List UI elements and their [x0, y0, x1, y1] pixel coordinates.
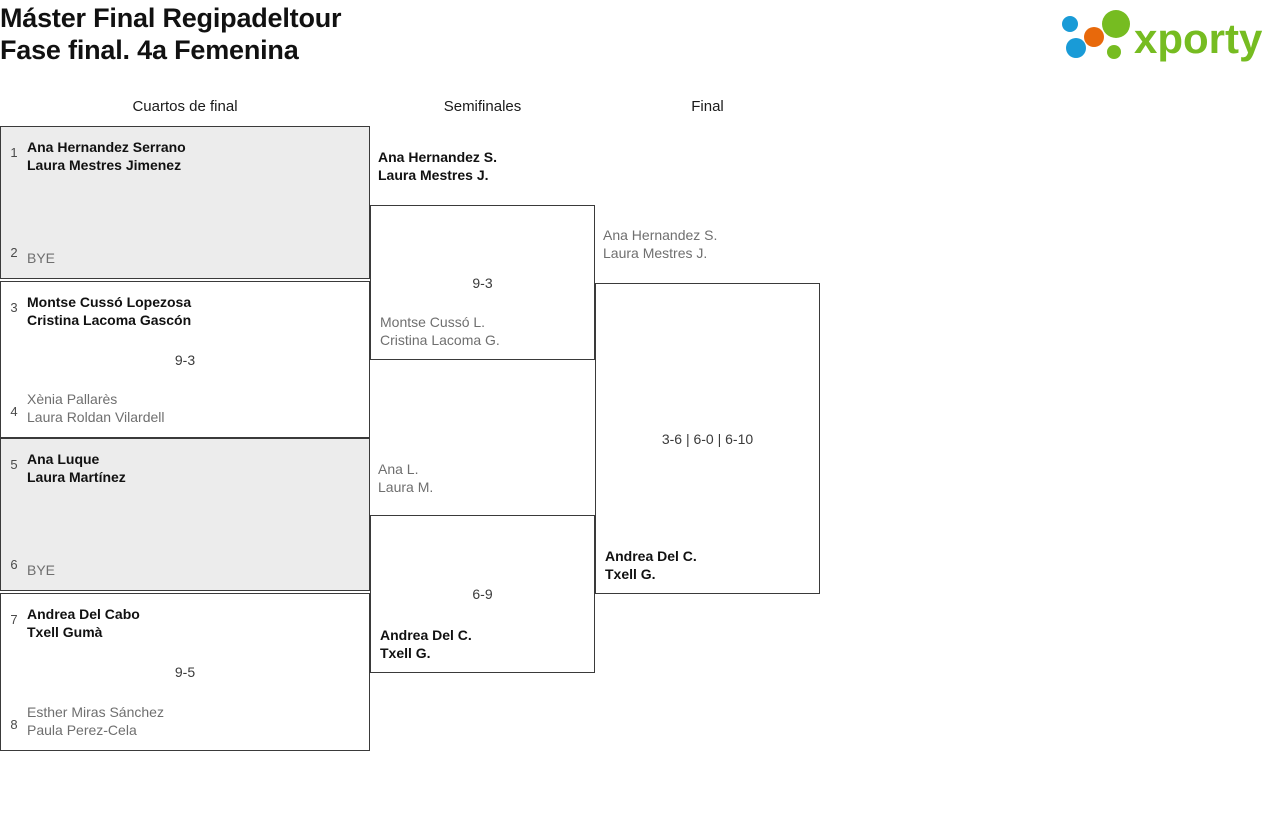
team-top: Ana Luque Laura Martínez — [27, 451, 126, 485]
team-top: Montse Cussó Lopezosa Cristina Lacoma Ga… — [27, 294, 192, 328]
round-header-quarterfinals: Cuartos de final — [132, 98, 238, 115]
match-score: 9-5 — [174, 664, 196, 680]
page-title: Máster Final Regipadeltour Fase final. 4… — [0, 3, 342, 65]
final-team-top-label: Ana Hernandez S. Laura Mestres J. — [603, 227, 718, 261]
sf-1-team-top-label: Ana Hernandez S. Laura Mestres J. — [378, 149, 498, 183]
team-bottom: Xènia Pallarès Laura Roldan Vilardell — [27, 391, 165, 425]
logo-wordmark: xporty — [1134, 15, 1263, 62]
seed-number: 1 — [10, 145, 18, 160]
match-final[interactable]: Andrea Del C. Txell G. 3-6 | 6-0 | 6-10 — [595, 283, 820, 594]
team-bottom: Montse Cussó L. Cristina Lacoma G. — [380, 314, 500, 348]
seed-number: 8 — [10, 717, 18, 732]
match-score: 9-3 — [174, 351, 196, 368]
match-score: 9-3 — [472, 274, 493, 291]
round-header-final: Final — [691, 98, 724, 115]
match-score: 6-9 — [472, 586, 493, 602]
seed-number: 7 — [10, 612, 18, 627]
seed-number: 3 — [10, 300, 18, 315]
round-header-semifinals: Semifinales — [443, 98, 522, 115]
team-bottom: BYE — [27, 250, 56, 266]
match-sf-1[interactable]: Montse Cussó L. Cristina Lacoma G. 9-3 — [370, 205, 595, 360]
match-qf-1[interactable]: 1 Ana Hernandez Serrano Laura Mestres Ji… — [0, 126, 370, 279]
logo-dots-icon — [1062, 10, 1130, 59]
match-qf-2[interactable]: 3 Montse Cussó Lopezosa Cristina Lacoma … — [0, 281, 370, 438]
sf-2-team-top-label: Ana L. Laura M. — [378, 461, 434, 495]
seed-number: 5 — [10, 457, 18, 472]
team-bottom: Andrea Del C. Txell G. — [605, 548, 697, 582]
match-sf-2[interactable]: Andrea Del C. Txell G. 6-9 — [370, 515, 595, 673]
team-bottom: BYE — [27, 562, 56, 578]
team-bottom: Andrea Del C. Txell G. — [380, 627, 472, 661]
team-top: Andrea Del Cabo Txell Gumà — [27, 606, 140, 640]
team-bottom: Esther Miras Sánchez Paula Perez-Cela — [27, 704, 164, 738]
xporty-logo[interactable]: xporty — [1054, 8, 1274, 68]
match-qf-4[interactable]: 7 Andrea Del Cabo Txell Gumà 8 Esther Mi… — [0, 593, 370, 751]
team-top: Ana Hernandez Serrano Laura Mestres Jime… — [27, 139, 186, 173]
match-score: 3-6 | 6-0 | 6-10 — [661, 430, 754, 447]
seed-number: 2 — [10, 245, 18, 260]
match-qf-3[interactable]: 5 Ana Luque Laura Martínez 6 BYE — [0, 438, 370, 591]
seed-number: 6 — [10, 557, 18, 572]
seed-number: 4 — [10, 404, 18, 419]
